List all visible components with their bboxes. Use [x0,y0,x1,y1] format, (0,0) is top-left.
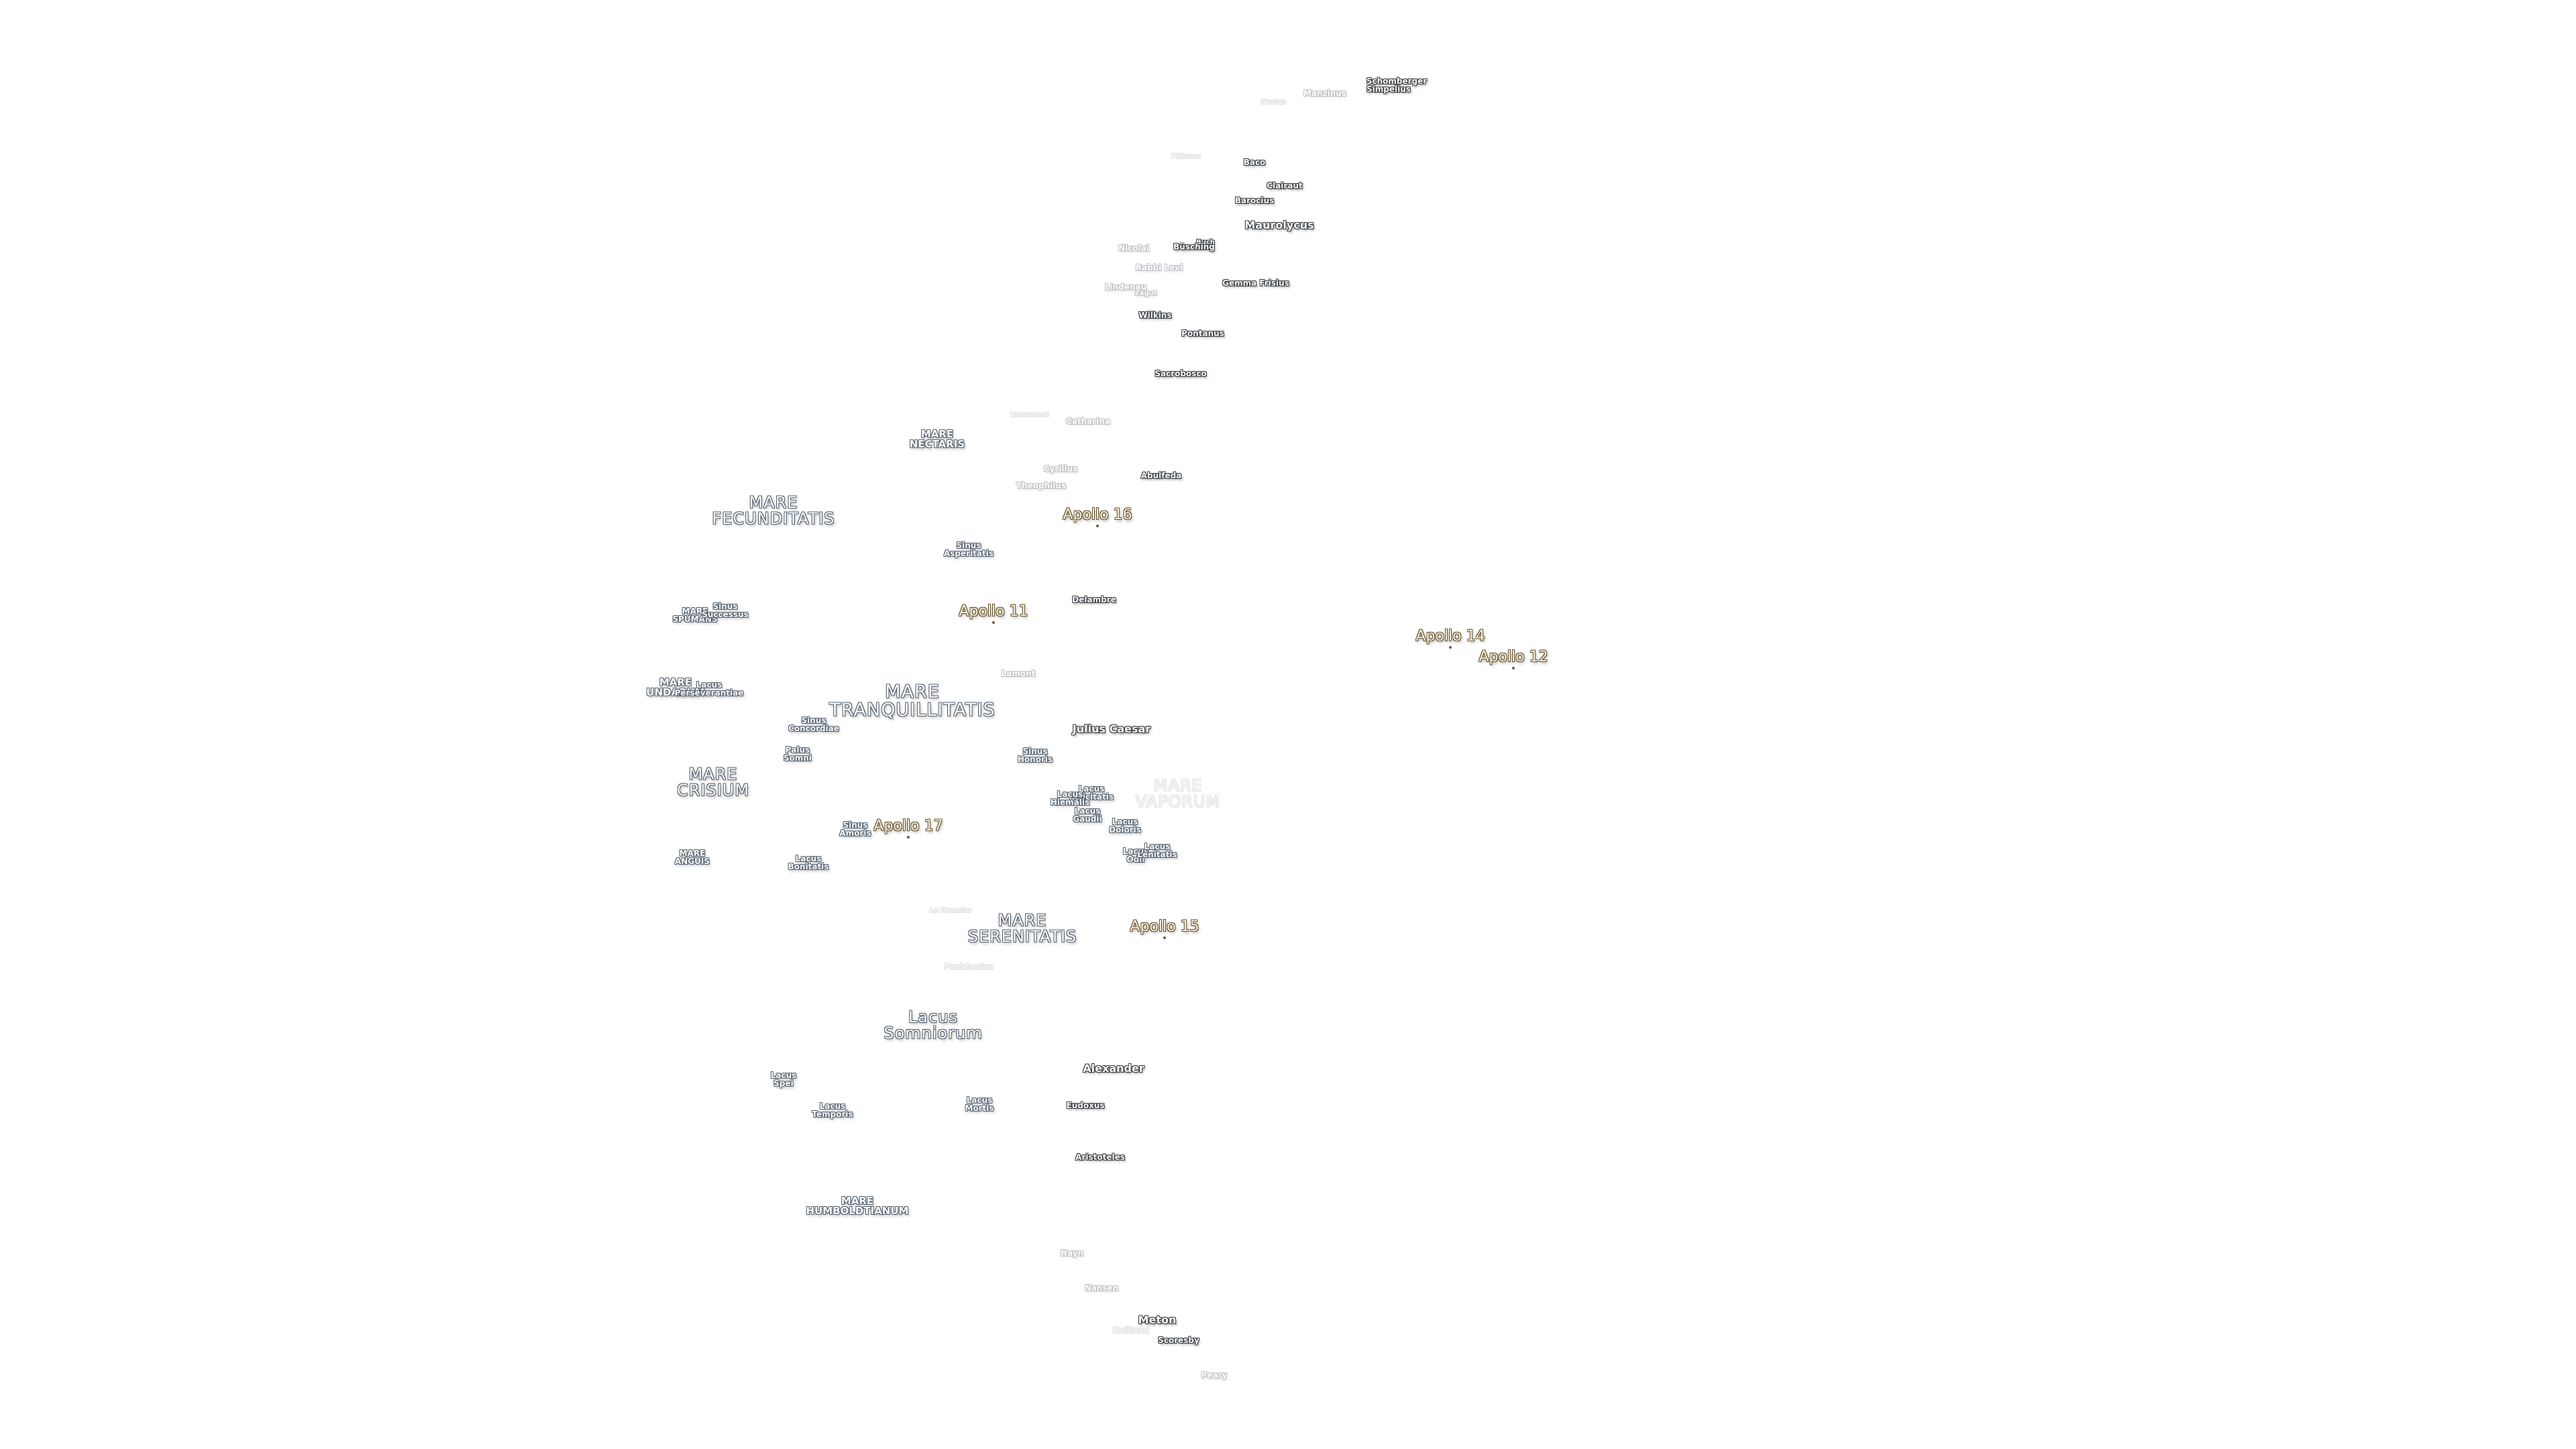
lamont-label: Lamont [1001,669,1036,678]
lacus-hiemalis-label: Lacus Hiemalis [1050,790,1090,807]
apollo-17-marker [907,836,910,839]
schomberger-label: Schomberger [1366,76,1428,86]
sinus-honoris-label: Sinus Honoris [1017,747,1053,764]
catharina-label: Catharina [1066,417,1110,426]
zagut-label: Zagut [1134,290,1157,297]
apollo-17-label: Apollo 17 [873,818,943,835]
lacus-mortis-label: Lacus Mortis [965,1095,994,1113]
apollo-12-label: Apollo 12 [1479,649,1548,665]
manzinus-label: Manzinus [1303,89,1346,98]
apollo-16-marker [1096,525,1099,527]
mare-vaporum-label: MARE VAPORUM [1135,776,1221,811]
mare-tranquillitatis-label: MARE TRANQUILLITATIS [829,682,996,720]
lacus-gaudii-label: Lacus Gaudii [1073,806,1102,824]
apollo-15-marker [1163,936,1166,939]
pitiscus-label: Pitiscus [1171,153,1201,160]
apollo-14-marker [1449,646,1452,649]
le-monnier-label: Le Monnier [929,907,972,914]
lacus-temporis-label: Lacus Temporis [812,1102,853,1119]
beaumont-label: Beaumont [1010,411,1049,419]
lacus-bonitatis-label: Lacus Bonitatis [788,854,829,871]
sinus-amoris-label: Sinus Amoris [839,820,871,838]
pontanus-label: Pontanus [1181,329,1224,338]
rabbi-levi-label: Rabbi Levi [1135,263,1183,272]
mare-fecunditatis-label: MARE FECUNDITATIS [712,493,835,528]
apollo-11-label: Apollo 11 [959,603,1028,620]
lacus-somniorum-label: Lacus Somniorum [883,1008,983,1042]
aristoteles-label: Aristoteles [1075,1152,1125,1162]
lacus-felicitatis-label: Lacus Felicitatis [1069,784,1114,802]
buesching-label: Büsching [1173,242,1215,252]
mare-anguis-label: MARE ANGUIS [674,849,710,866]
palus-somni-label: Palus Somni [783,745,812,763]
cyrillus-label: Cyrillus [1043,464,1078,474]
alexander-label: Alexander [1083,1062,1144,1075]
mare-spumans-label: MARE SPUMANS [672,606,718,624]
lacus-spei-label: Lacus Spei [770,1071,797,1088]
buch-label: Buch [1196,239,1215,246]
mare-serenitatis-label: MARE SERENITATIS [967,911,1077,946]
peary-label: Peary [1201,1371,1228,1380]
julius-caesar-label: Julius Caesar [1072,722,1151,735]
delambre-label: Delambre [1072,595,1116,604]
mare-humboldtianum-label: MARE HUMBOLDTIANUM [806,1195,909,1217]
apollo-16-label: Apollo 16 [1063,506,1132,523]
lacus-odii-label: Lacus Odii [1122,847,1149,864]
nicolai-label: Nicolai [1118,244,1149,253]
posidonius-label: Posidonius [944,962,994,971]
wilkins-label: Wilkins [1138,311,1172,320]
nasius-label: Nasius [1260,99,1286,106]
simpelius-label: Simpelius [1366,85,1411,94]
nansen-label: Nansen [1084,1283,1119,1293]
lacus-perseverantiae-label: Lacus Perseverantiae [674,680,744,698]
meton-label: Meton [1138,1313,1177,1326]
eudoxus-label: Eudoxus [1066,1101,1105,1110]
baillaud-label: Baillaud [1112,1326,1150,1335]
mare-nectaris-label: MARE NECTARIS [909,428,965,450]
abulfeda-label: Abulfeda [1140,471,1182,480]
scoresby-label: Scoresby [1158,1336,1199,1345]
hayn-label: Hayn [1060,1248,1084,1258]
mare-undarum-label: MARE UNDARUM [646,676,705,698]
apollo-12-marker [1512,667,1515,669]
sinus-concordiae-label: Sinus Concordiae [788,716,839,733]
apollo-11-marker [992,621,995,624]
lindenau-label: Lindenau [1104,282,1147,292]
gemma-frisius-label: Gemma Frisius [1222,278,1289,288]
sacrobosco-label: Sacrobosco [1155,369,1207,378]
lacus-doloris-label: Lacus Doloris [1109,817,1141,835]
sinus-successus-label: Sinus Successus [702,602,749,619]
apollo-15-label: Apollo 15 [1130,918,1199,935]
mare-crisium-label: MARE CRISIUM [676,765,750,800]
clairaut-label: Clairaut [1267,181,1303,191]
apollo-14-label: Apollo 14 [1415,628,1485,645]
sinus-asperitatis-label: Sinus Asperitatis [943,541,994,558]
barocius-label: Barocius [1234,196,1275,205]
maurolycus-label: Maurolycus [1244,219,1314,231]
baco-label: Baco [1243,158,1266,167]
theophilus-label: Theophilus [1016,481,1067,490]
lacus-lenitatis-label: Lacus Lenitatis [1137,842,1177,859]
